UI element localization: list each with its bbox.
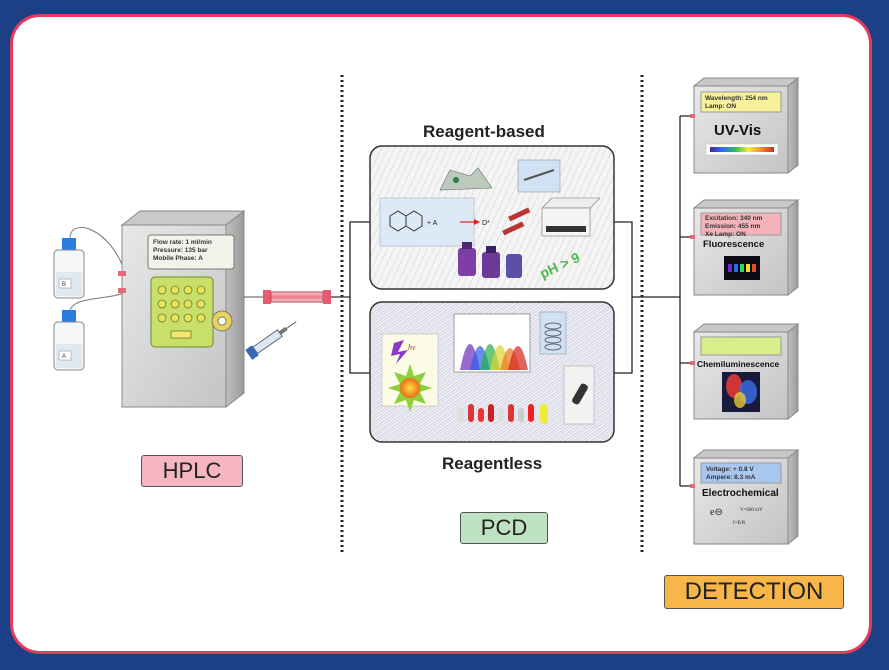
reagent-bottles bbox=[458, 242, 522, 278]
pcd-section-label: PCD bbox=[460, 512, 548, 544]
reaction-product: D* bbox=[482, 220, 490, 227]
hv-text: hv bbox=[408, 343, 416, 352]
fluorescence-screen: Excitation: 340 nm Emission: 455 nm Xe L… bbox=[705, 215, 762, 239]
reaction-plus: + A bbox=[427, 220, 438, 227]
bottle-b: B bbox=[53, 238, 85, 299]
electrochemical-formula-2: V=600 mV bbox=[740, 508, 763, 513]
electrochemical-formula-1: e⊖ bbox=[710, 507, 723, 518]
bottle-a: A bbox=[53, 310, 85, 371]
instrument-icon bbox=[541, 197, 601, 237]
reagentless-panel: hv bbox=[369, 301, 615, 443]
chemiluminescence-title: Chemiluminescence bbox=[697, 359, 780, 369]
spectra-peaks bbox=[460, 344, 528, 370]
fluorescence-screen-line: Emission: 455 nm bbox=[705, 223, 761, 230]
uv-vis-screen-line: Wavelength: 254 nm bbox=[705, 95, 768, 102]
hplc-column bbox=[244, 290, 350, 304]
bottle-b-label: B bbox=[62, 282, 66, 288]
reagent-based-panel: + A D* pH > 9 bbox=[369, 145, 615, 290]
hplc-screen-line: Mobile Phase: A bbox=[153, 255, 203, 262]
electrochemical-screen: Voltage: + 0.8 V Ampere: 8.3 mA bbox=[706, 466, 756, 482]
led-row bbox=[458, 404, 548, 424]
hplc-screen-line: Pressure: 135 bar bbox=[153, 247, 208, 254]
hplc-screen-line: Flow rate: 1 ml/min bbox=[153, 239, 212, 246]
detector-branch-lines bbox=[679, 115, 694, 487]
detector-electrochemical bbox=[690, 448, 800, 546]
fluorescence-title: Fluorescence bbox=[703, 239, 765, 250]
syringe-icon bbox=[245, 321, 297, 360]
hplc-section-label: HPLC bbox=[141, 455, 243, 487]
uv-vis-title: UV-Vis bbox=[714, 122, 762, 139]
tube-b bbox=[69, 227, 127, 276]
hplc-screen: Flow rate: 1 ml/min Pressure: 135 bar Mo… bbox=[153, 239, 212, 263]
tube-a bbox=[69, 291, 127, 311]
uv-vis-screen-line: Lamp: ON bbox=[705, 103, 737, 110]
electrochemical-formula-3: I=E/R bbox=[733, 521, 746, 526]
pcd-inlet-lines bbox=[349, 221, 370, 374]
bottle-a-label: A bbox=[62, 354, 66, 360]
detector-chemiluminescence bbox=[690, 322, 800, 421]
electrochemical-screen-line: Ampere: 8.3 mA bbox=[706, 474, 756, 481]
fluorescence-screen-line: Excitation: 340 nm bbox=[705, 215, 763, 222]
electrochemical-screen-line: Voltage: + 0.8 V bbox=[706, 466, 754, 473]
vials-icon bbox=[502, 207, 531, 236]
reagent-based-title: Reagent-based bbox=[423, 122, 545, 141]
detection-section-label: DETECTION bbox=[664, 575, 844, 609]
sun-icon bbox=[388, 364, 432, 412]
hplc-pump bbox=[118, 209, 246, 409]
electrochemical-title: Electrochemical bbox=[702, 488, 779, 499]
pcd-outlet-lines bbox=[614, 221, 680, 374]
reagentless-title: Reagentless bbox=[442, 454, 543, 473]
uv-vis-screen: Wavelength: 254 nm Lamp: ON bbox=[705, 95, 768, 111]
fluorescence-screen-line: Xe Lamp: ON bbox=[705, 231, 746, 238]
detector-uv-vis bbox=[690, 76, 800, 175]
detector-fluorescence bbox=[690, 198, 800, 297]
